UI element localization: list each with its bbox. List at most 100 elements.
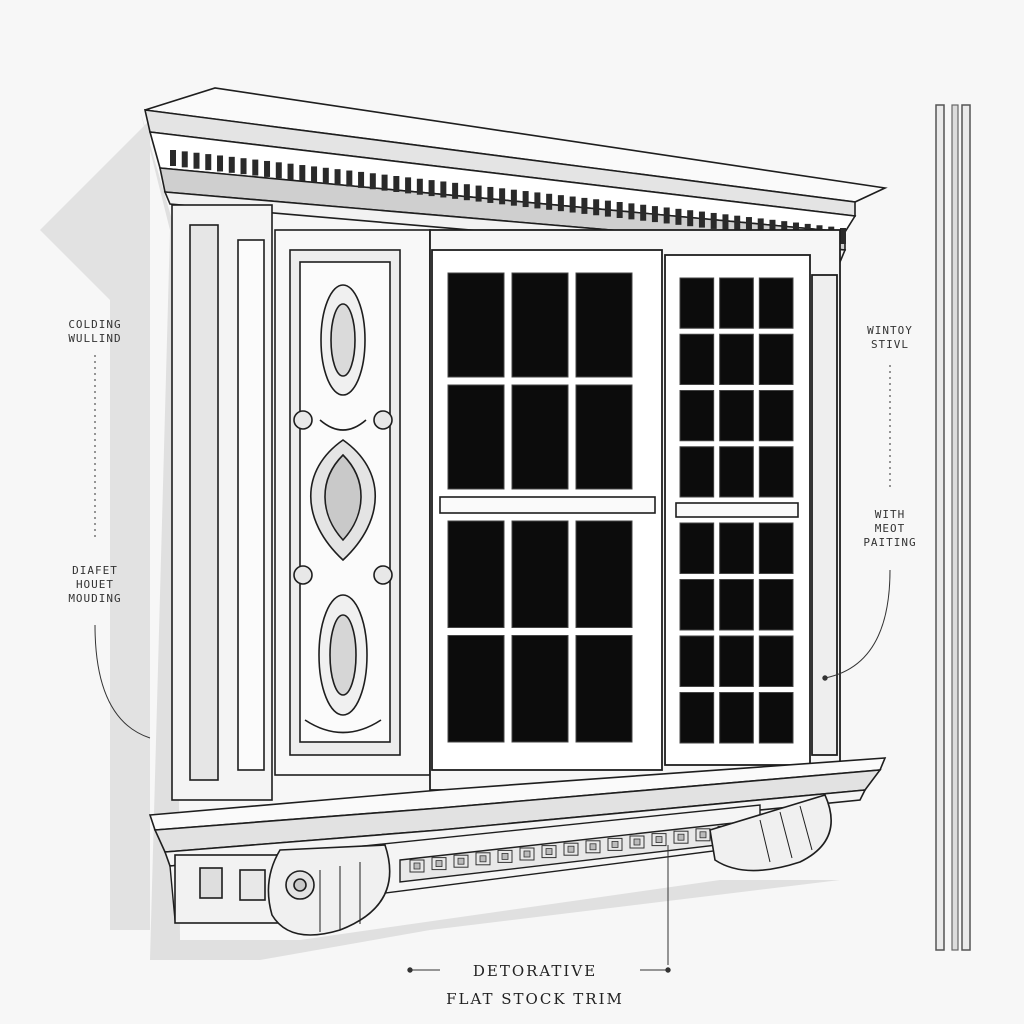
label-line: MEOT xyxy=(874,522,906,535)
glass-pane xyxy=(719,277,754,329)
dentil xyxy=(698,211,705,228)
label-line: HOUET xyxy=(75,578,115,591)
meeting-rail xyxy=(439,496,799,518)
fret-square xyxy=(673,830,689,844)
label-trim-line1: DETORATIVE xyxy=(472,962,598,980)
fret-inner xyxy=(699,831,707,839)
glass-pane xyxy=(511,384,569,490)
dentil xyxy=(275,162,282,179)
right-corbel xyxy=(709,794,832,872)
dentil xyxy=(710,212,717,229)
fret-square xyxy=(563,842,579,856)
fret-inner xyxy=(545,848,553,855)
left-sash-glass xyxy=(447,272,633,743)
label-line: MOUDING xyxy=(68,592,122,605)
glass-pane xyxy=(679,390,715,442)
dentil xyxy=(475,185,482,202)
left-corbel xyxy=(174,844,391,936)
glass-pane xyxy=(758,692,794,744)
dentil xyxy=(581,197,588,214)
glass-pane xyxy=(447,384,505,490)
fret-square xyxy=(475,852,491,866)
glass-pane xyxy=(511,272,569,378)
fret-inner xyxy=(633,838,641,846)
label-line: WITH xyxy=(874,508,906,521)
dentil xyxy=(252,159,259,176)
dentil xyxy=(522,191,529,208)
glass-pane xyxy=(447,520,505,628)
left-pilaster xyxy=(171,204,273,801)
glass-pane xyxy=(575,520,633,628)
dentil xyxy=(452,182,459,199)
fret-square xyxy=(585,840,601,854)
fret-square xyxy=(651,833,667,847)
dentil-band xyxy=(170,150,846,244)
glass-pane xyxy=(758,446,794,498)
glass-pane xyxy=(719,635,754,687)
dentil xyxy=(640,204,647,221)
glass-pane xyxy=(719,333,754,385)
fret-inner xyxy=(501,853,509,860)
leader-lines xyxy=(94,355,891,973)
dentil xyxy=(687,210,694,227)
dentil xyxy=(287,163,294,180)
glass-pane xyxy=(758,277,794,329)
dentil xyxy=(840,228,846,244)
dentil xyxy=(217,155,224,172)
dentil xyxy=(569,196,576,213)
glass-pane xyxy=(575,635,633,743)
dentil xyxy=(593,199,600,216)
glass-pane xyxy=(511,520,569,628)
fret-square xyxy=(541,845,557,859)
dentil xyxy=(299,165,306,182)
dentil xyxy=(722,214,729,231)
dentil xyxy=(228,156,235,173)
dentil xyxy=(193,152,200,169)
fret-inner xyxy=(457,857,465,865)
glass-pane xyxy=(575,384,633,490)
glass-pane xyxy=(719,446,754,498)
fret-band xyxy=(409,823,755,873)
fret-inner xyxy=(611,841,619,848)
glass-pane xyxy=(679,446,715,498)
dentil xyxy=(346,170,353,187)
glass-pane xyxy=(719,579,754,631)
glass-pane xyxy=(679,333,715,385)
label-line: WINTOY xyxy=(867,324,913,337)
glass-pane xyxy=(758,635,794,687)
fret-inner xyxy=(655,836,663,843)
dentil xyxy=(675,208,682,225)
dentil xyxy=(510,189,517,206)
label-molding-top: COLDING WULLIND xyxy=(48,318,142,346)
fret-inner xyxy=(479,855,487,863)
fret-inner xyxy=(677,833,685,841)
dentil xyxy=(405,177,412,194)
fret-square xyxy=(497,849,513,863)
fret-inner xyxy=(413,862,421,870)
dentil xyxy=(205,154,212,171)
glass-pane xyxy=(679,635,715,687)
glass-pane xyxy=(679,579,715,631)
glass-pane xyxy=(679,522,715,574)
glass-pane xyxy=(758,522,794,574)
dentil xyxy=(393,176,400,192)
dentil xyxy=(769,219,776,236)
glass-pane xyxy=(511,635,569,743)
label-painting: WITH MEOT PAITING xyxy=(848,508,932,550)
carved-panel xyxy=(274,229,431,776)
dentil xyxy=(311,166,318,183)
fret-inner xyxy=(435,860,443,867)
glass-pane xyxy=(758,390,794,442)
label-line: WULLIND xyxy=(68,332,122,345)
label-line: DIAFET xyxy=(72,564,118,577)
glass-pane xyxy=(679,692,715,744)
dentil xyxy=(416,178,423,195)
dentil xyxy=(181,151,188,168)
right-wall-trim xyxy=(935,104,971,951)
label-molding-bottom: DIAFET HOUET MOUDING xyxy=(48,564,142,606)
glass-pane xyxy=(758,579,794,631)
dentil xyxy=(487,186,494,203)
dentil xyxy=(604,200,611,217)
dentil xyxy=(734,215,741,232)
